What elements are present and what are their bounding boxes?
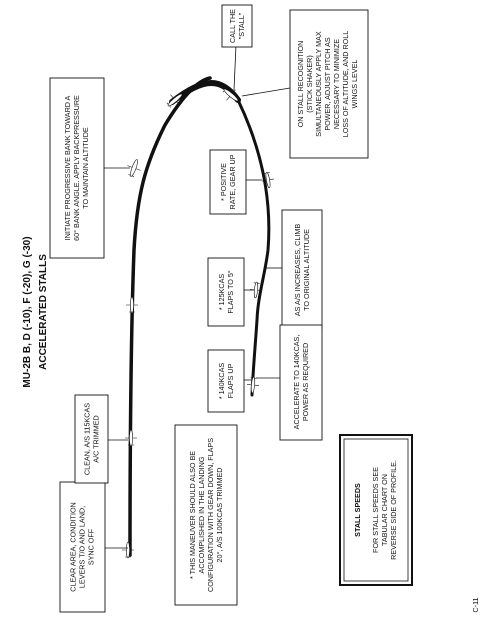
on-stall-line-1: ON STALL RECOGNITION (296, 41, 305, 128)
on-stall-line-2: (STICK SHAKER) (305, 55, 314, 113)
initiate-line-3: TO MAINTAIN ALTITUDE (81, 127, 90, 209)
airplane-icon (126, 296, 138, 314)
title-line-2: ACCELERATED STALLS (38, 254, 49, 370)
airplane-icon (262, 171, 274, 189)
on-stall-line-7: WINGS LEVEL (350, 60, 359, 109)
note-clear-area: CLEAR AREA, CONDITION LEVERS T/O AND LAN… (59, 481, 106, 613)
stall-speeds-line-3: REVERSE SIDE OF PROFILE. (389, 460, 398, 560)
flaps-up-line-1: * 140KCAS (217, 363, 226, 400)
initiate-line-2: 60° BANK ANGLE. APPLY BACKPRESSURE (72, 95, 81, 241)
positive-rate-line-2: RATE, GEAR UP (228, 154, 237, 209)
maneuver-line-1: * THIS MANEUVER SHOULD ALSO BE (188, 451, 197, 579)
note-as-increases: AS A/S INCREASES, CLIMB TO ORIGINAL ALTI… (281, 209, 323, 331)
diagram-title: MU-2B B, D (-10), F (-20), G (-30) ACCEL… (22, 236, 49, 387)
clean-line-2: A/C TRIMMED (92, 415, 101, 462)
call-stall-line-1: CALL THE (228, 9, 237, 43)
page-number-text: C-11 (471, 597, 480, 612)
note-on-stall: ON STALL RECOGNITION (STICK SHAKER) SIMU… (289, 9, 369, 159)
stall-speeds-line-2: TABULAR CHART ON (380, 474, 389, 546)
stall-speeds-line-1: FOR STALL SPEEDS SEE (371, 467, 380, 553)
page-number: C-11 (471, 597, 480, 612)
stall-speeds-title: STALL SPEEDS (353, 483, 362, 537)
airplane-icon (127, 159, 141, 177)
leader-line (233, 44, 237, 91)
clear-area-line-1: CLEAR AREA, CONDITION (69, 502, 78, 591)
title-line-1: MU-2B B, D (-10), F (-20), G (-30) (22, 236, 33, 387)
airplane-icon (125, 429, 137, 447)
maneuver-line-3: CONFIGURATION WITH GEAR DOWN, FLAPS (206, 438, 215, 592)
note-flaps-5: * 125KCAS FLAPS TO 5° (207, 257, 245, 327)
leader-line (241, 87, 291, 97)
on-stall-line-6: LOSS OF ALTITUDE, AND ROLL (341, 31, 350, 138)
flaps5-line-1: * 125KCAS (217, 274, 226, 311)
airplane-icon (246, 376, 260, 394)
on-stall-line-5: NECESSARY TO MINIMIZE (332, 39, 341, 129)
stall-speeds-box: STALL SPEEDS FOR STALL SPEEDS SEE TABULA… (339, 434, 413, 586)
note-maneuver: * THIS MANEUVER SHOULD ALSO BE ACCOMPLIS… (174, 424, 238, 606)
initiate-line-1: INITIATE PROGRESSIVE BANK TOWARD A (63, 95, 72, 240)
flaps-up-line-2: FLAPS UP (226, 363, 235, 398)
on-stall-line-4: POWER, ADJUST PITCH AS (323, 37, 332, 131)
clear-area-line-2: LEVERS T/O AND LAND, (78, 506, 87, 588)
on-stall-line-3: SIMULTANEOUSLY APPLY MAX (314, 31, 323, 137)
note-call-stall: CALL THE "STALL" (221, 4, 253, 48)
maneuver-line-2: ACCOMPLISHED IN THE LANDING (197, 456, 206, 573)
note-initiate: INITIATE PROGRESSIVE BANK TOWARD A 60° B… (49, 77, 105, 259)
flaps5-line-2: FLAPS TO 5° (226, 270, 235, 313)
accelerate-line-2: POWER AS REQUIRED (301, 343, 310, 421)
note-positive-rate: * POSITIVE RATE, GEAR UP (209, 149, 247, 215)
note-accelerate: ACCELERATE TO 140KCAS, POWER AS REQUIRED (279, 324, 323, 441)
airplane-icon (122, 541, 134, 559)
maneuver-line-4: 20°, A/S 100KCAS TRIMMED (215, 467, 224, 562)
clean-line-1: CLEAN, A/S 115KCAS (83, 403, 92, 475)
positive-rate-line-1: * POSITIVE (219, 163, 228, 201)
note-clean: CLEAN, A/S 115KCAS A/C TRIMMED (74, 394, 109, 484)
airplane-icon (222, 87, 239, 102)
as-increases-line-1: AS A/S INCREASES, CLIMB (293, 224, 302, 316)
note-flaps-up: * 140KCAS FLAPS UP (207, 349, 245, 413)
clear-area-line-3: SYNC OFF (87, 528, 96, 565)
accelerate-line-1: ACCELERATE TO 140KCAS, (292, 335, 301, 430)
airplane-icon (166, 93, 183, 108)
call-stall-line-2: "STALL" (237, 12, 246, 39)
as-increases-line-2: TO ORIGINAL ALTITUDE (302, 229, 311, 311)
flight-path-recovery (236, 98, 271, 397)
